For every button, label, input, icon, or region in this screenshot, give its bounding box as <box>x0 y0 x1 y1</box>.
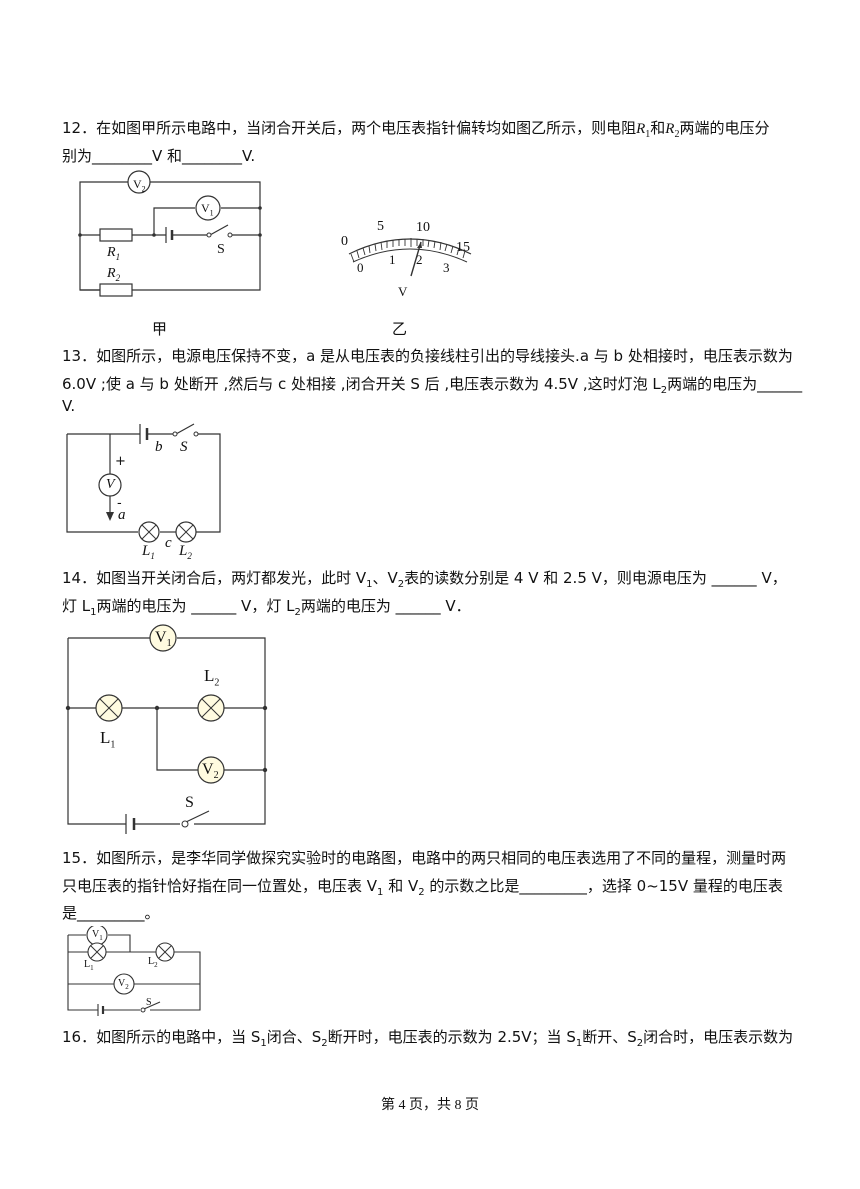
q13-line2: 6.0V ;使 a 与 b 处断开 ,然后与 c 处相接 ,闭合开关 S 后 ,… <box>62 375 803 396</box>
q12-v1-meter <box>195 195 221 221</box>
q14-line2: 灯 L1两端的电压为 ______ V，灯 L2两端的电压为 ______ V． <box>62 597 471 618</box>
q12-fig-s: S <box>217 242 225 257</box>
q15-v2-meter <box>113 973 135 995</box>
q12-text-end: 两端的电压分 <box>679 119 770 137</box>
q14-line1: 14．如图当开关闭合后，两灯都发光，此时 V1、V2表的读数分别是 4 V 和 … <box>62 569 787 590</box>
q12-meter-up-15: 15 <box>456 240 470 255</box>
q12-caption-left: 甲 <box>152 320 168 338</box>
q12-meter-unit: V <box>398 284 408 299</box>
q15-line3: 是_________。 <box>62 904 160 922</box>
q13-l1: L1 <box>142 543 155 561</box>
q12-meter-figure <box>335 214 485 304</box>
q14-v1-label: V1 <box>155 629 172 650</box>
q13-c: c <box>165 535 172 551</box>
q13-minus: - <box>117 496 122 511</box>
q15-s-label: S <box>146 997 152 1008</box>
q12-r1-resistor <box>99 228 133 242</box>
q15-l1-label: L1 <box>84 959 94 972</box>
q13-plus: + <box>115 454 126 469</box>
q13-l2: L2 <box>179 543 192 561</box>
q14-l1-label: L1 <box>100 728 116 751</box>
q12-meter-up-5: 5 <box>377 219 384 234</box>
q13-line3: V. <box>62 397 76 415</box>
q13-line1: 13．如图所示，电源电压保持不变，a 是从电压表的负接线柱引出的导线接头.a 与… <box>62 347 793 365</box>
q14-lamp-l1 <box>95 694 123 722</box>
q12-meter-up-0: 0 <box>341 234 348 249</box>
q14-l2-label: L2 <box>204 666 220 689</box>
page-footer: 第 4 页，共 8 页 <box>381 1098 479 1113</box>
q15-lamp-l1 <box>87 942 107 962</box>
q14-lamp-l2 <box>197 694 225 722</box>
q12-r1-sub: 1 <box>645 129 651 140</box>
q13-s: S <box>180 439 188 455</box>
q15-v1-label: V1 <box>92 929 103 942</box>
q12-line2: 别为________V 和________V. <box>62 146 255 166</box>
q15-line2: 只电压表的指针恰好指在同一位置处，电压表 V1 和 V2 的示数之比是_____… <box>62 877 783 898</box>
q14-v1-meter <box>149 624 177 652</box>
q13-a: a <box>118 507 126 523</box>
q12-v2-meter <box>127 170 151 194</box>
q12-caption-right: 乙 <box>392 320 408 338</box>
q15-lamp-l2 <box>155 942 175 962</box>
q12-meter-low-0: 0 <box>357 260 364 275</box>
q12-r2: R <box>665 121 675 137</box>
q13-lamp-l1 <box>138 521 160 543</box>
q15-v2-label: V2 <box>118 978 129 991</box>
q15-circuit-figure <box>62 926 207 1018</box>
q12-meter-low-1: 1 <box>389 252 396 267</box>
q12-and: 和 <box>650 119 666 137</box>
q14-circuit-figure <box>62 622 274 837</box>
q13-lamp-l2 <box>175 521 197 543</box>
q12-r2-sub: 2 <box>674 129 680 140</box>
q12-v2-label: V2 <box>133 177 146 194</box>
q12-meter-low-2: 2 <box>416 252 423 267</box>
q13-voltmeter <box>98 473 122 497</box>
q12-meter-low-3: 3 <box>443 260 450 275</box>
q12-fig-r2: R2 <box>107 266 121 283</box>
q12-text: 12．在如图甲所示电路中，当闭合开关后，两个电压表指针偏转均如图乙所示，则电阻 <box>62 119 637 137</box>
q12-fig-r1: R1 <box>107 245 121 262</box>
q15-line1: 15．如图所示，是李华同学做探究实验时的电路图，电路中的两只相同的电压表选用了不… <box>62 849 787 867</box>
q12-v1-label: V1 <box>201 201 214 218</box>
q12-r1: R <box>636 121 646 137</box>
q13-circuit-figure <box>62 420 232 560</box>
q14-v2-label: V2 <box>202 761 219 782</box>
q13-v: V <box>106 477 115 492</box>
q15-l2-label: L2 <box>148 956 158 969</box>
q12-meter-up-10: 10 <box>416 220 430 235</box>
q14-s-label: S <box>185 794 194 811</box>
q12-circuit-figure <box>70 168 270 300</box>
q12-blanks: 别为________V 和________V. <box>62 147 256 165</box>
q12-line1: 12．在如图甲所示电路中，当闭合开关后，两个电压表指针偏转均如图乙所示，则电阻R… <box>62 118 769 145</box>
q16-line1: 16．如图所示的电路中，当 S1闭合、S2断开时，电压表的示数为 2.5V；当 … <box>62 1028 794 1049</box>
q14-v2-meter <box>197 756 225 784</box>
q13-b: b <box>155 439 163 455</box>
